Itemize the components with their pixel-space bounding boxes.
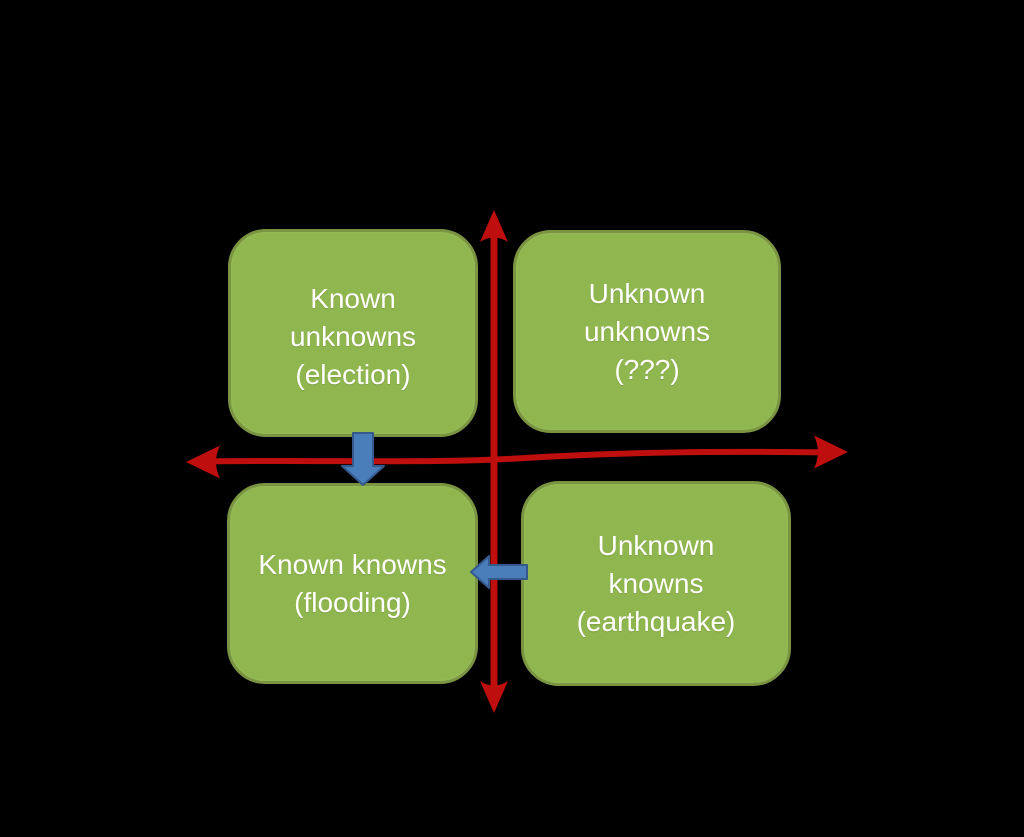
quadrant-label-line: Unknown [588,277,706,309]
quadrant-label-line: (election) [295,359,411,390]
quadrant-label-line: Unknown [597,529,715,561]
left-arrow-icon [470,555,528,589]
down-arrow-icon [341,432,385,486]
quadrant-label-line: unknowns [583,315,711,347]
x-axis [186,435,848,479]
y-axis-arrowhead-up-icon [480,210,508,242]
quadrant-known-knowns: Known knowns (flooding) [227,483,478,684]
quadrant-label-line: Known knowns [258,548,447,580]
quadrant-known-unknowns: Known unknowns (election) [228,229,478,437]
quadrant-label-line: (???) [614,353,680,385]
quadrant-label-line: (earthquake) [576,605,736,637]
x-axis-line [197,448,837,465]
x-axis-arrowhead-left-icon [186,445,220,479]
quadrant-label-line: Known [310,283,396,314]
quadrant-label-line: (flooding) [294,586,411,618]
y-axis [480,210,508,713]
quadrant-unknown-unknowns: Unknown unknowns (???) [513,230,781,433]
quadrant-unknown-knowns: Unknown knowns (earthquake) [521,481,791,686]
quadrant-label-line: unknowns [289,321,417,352]
quadrant-label-line: knowns [608,567,704,599]
x-axis-arrowhead-right-icon [814,435,848,469]
y-axis-arrowhead-down-icon [480,681,508,713]
